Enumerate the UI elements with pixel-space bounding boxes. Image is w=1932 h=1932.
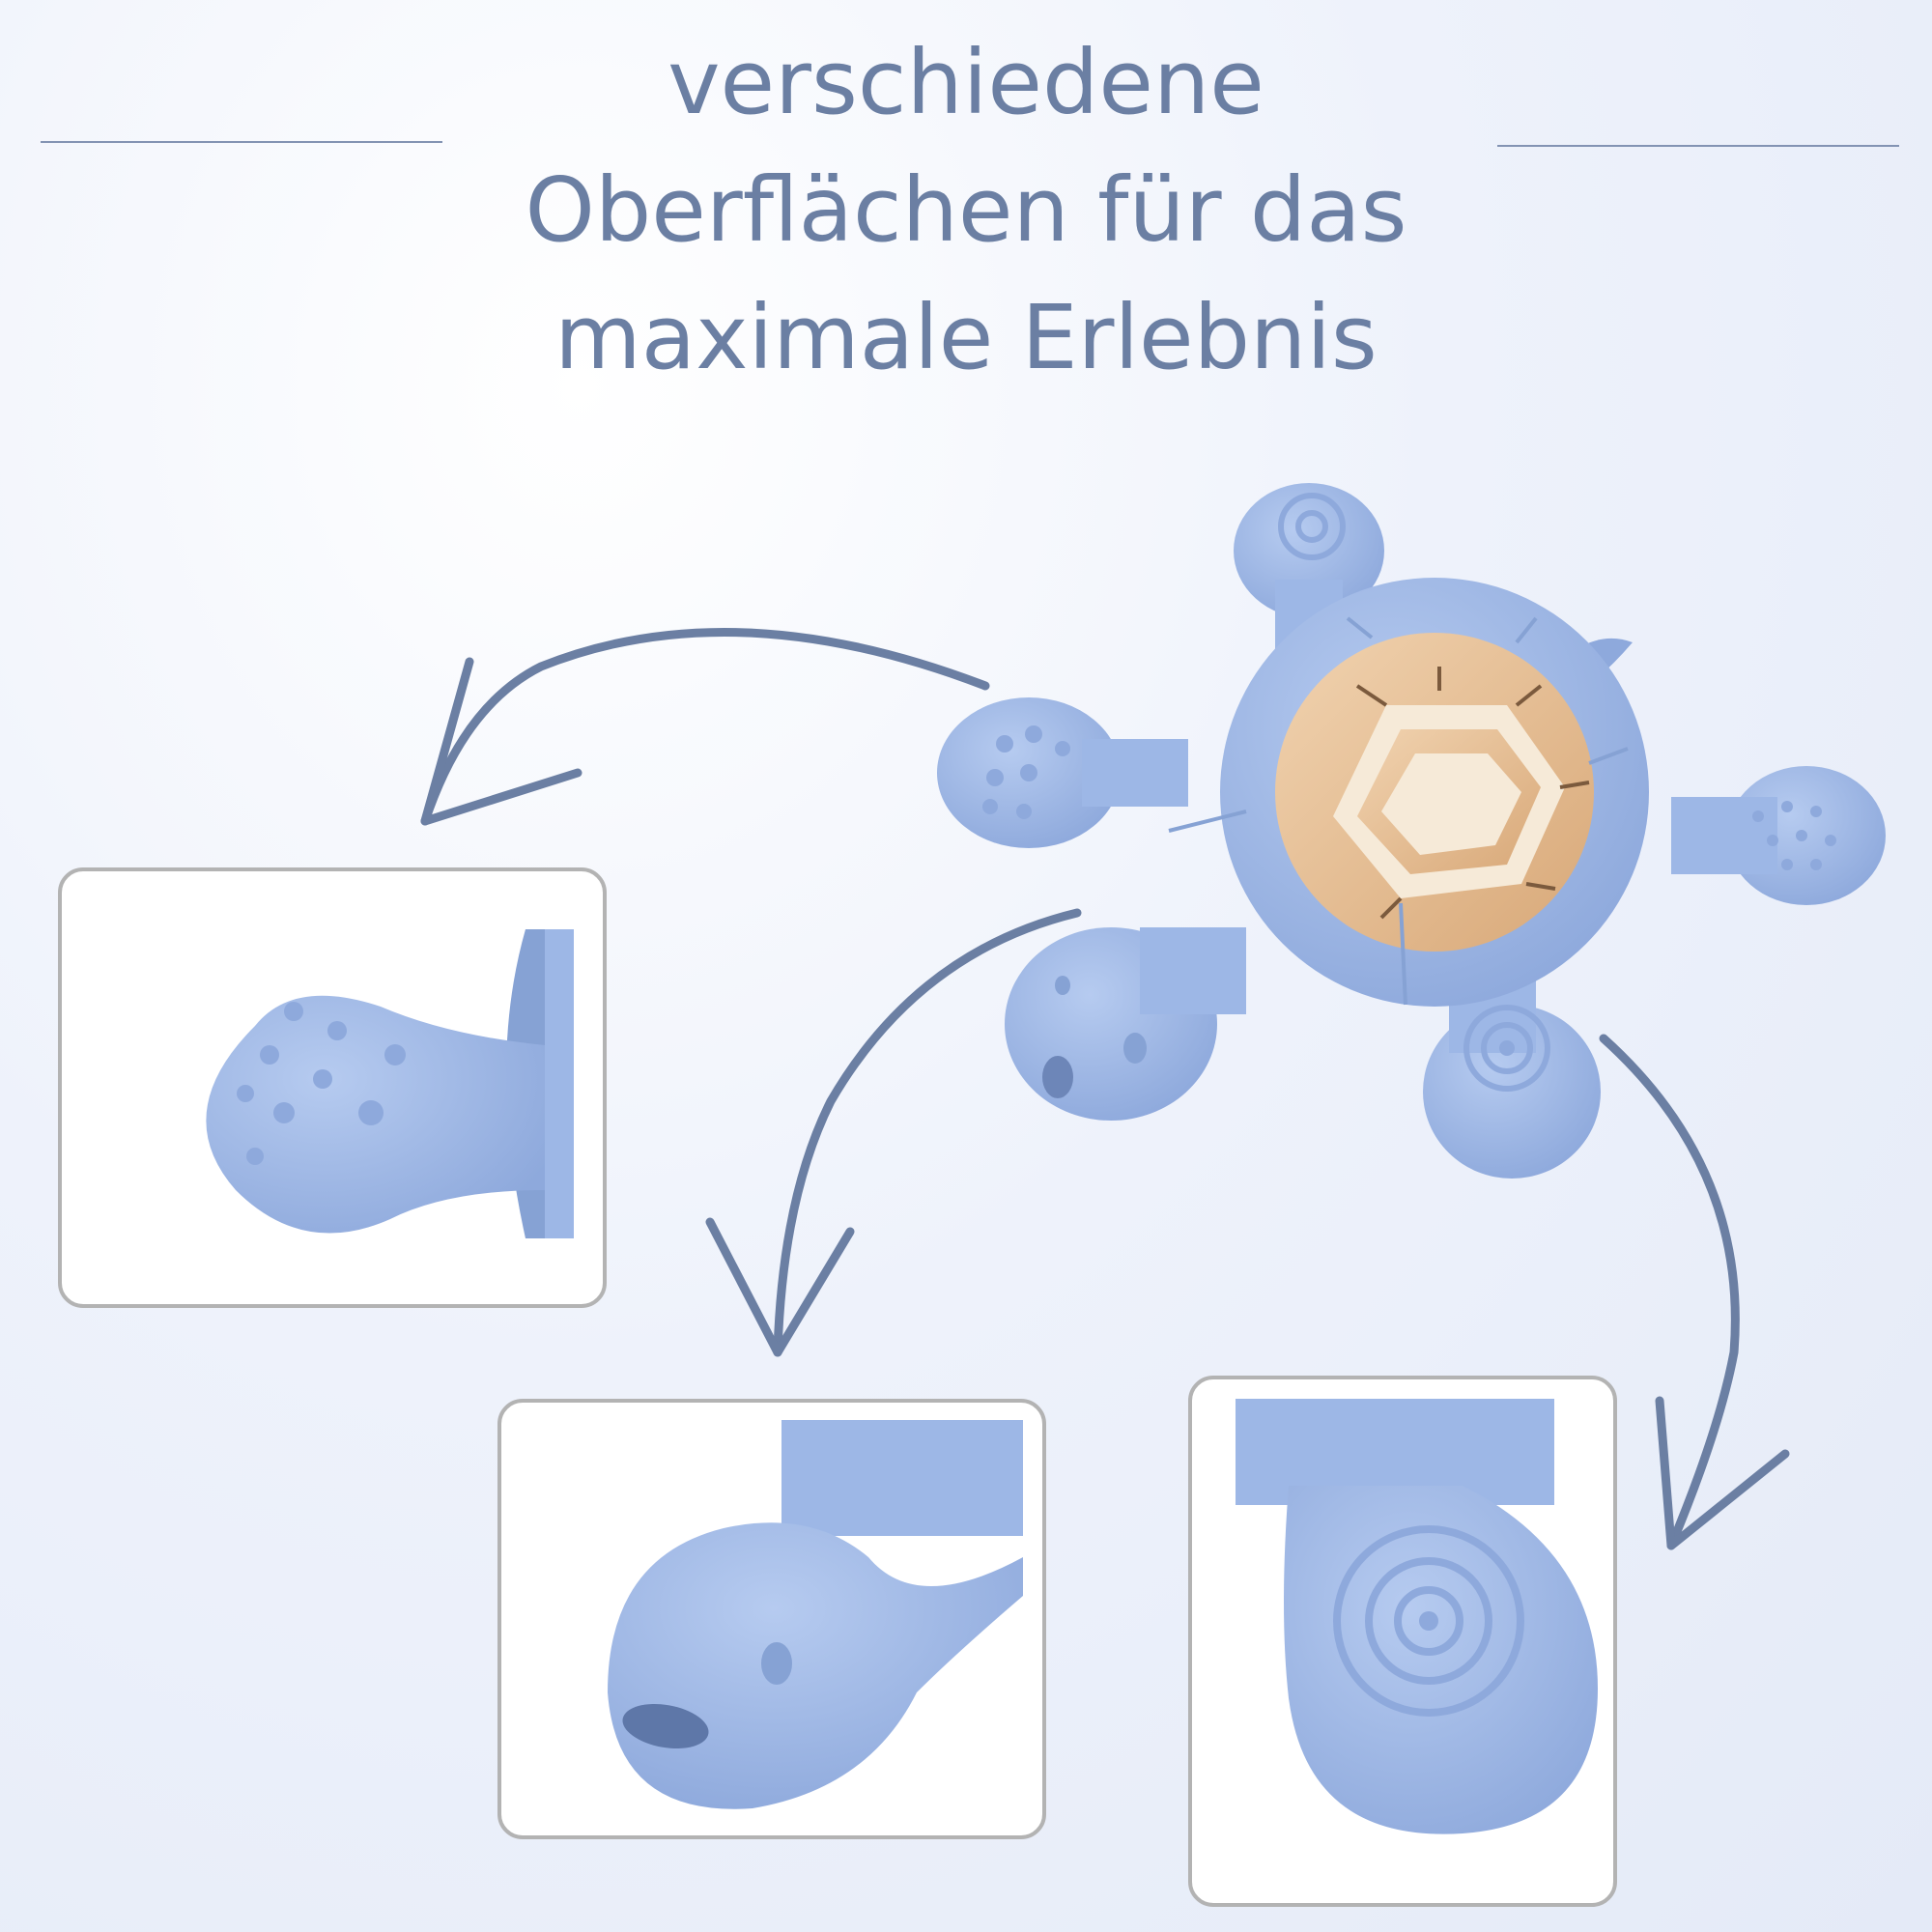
top-flipper xyxy=(1234,483,1384,618)
headline-line-1: verschiedene xyxy=(668,31,1264,134)
left-divider xyxy=(41,141,442,143)
detail-box-dotted-flipper xyxy=(58,867,607,1308)
arrow-to-flipper-detail-head xyxy=(420,657,582,826)
arrow-to-flipper-detail xyxy=(420,627,990,826)
ring-textured-flipper-closeup-icon xyxy=(1236,1399,1598,1834)
arrow-to-head-detail xyxy=(773,908,1082,1357)
arrow-to-head-detail-head xyxy=(705,1217,855,1357)
arrow-to-rings-detail-head xyxy=(1655,1396,1790,1550)
headline-line-2: Oberflächen für das xyxy=(525,158,1407,262)
arrow-to-rings-detail xyxy=(1599,1034,1740,1550)
detail-box-ring-flipper xyxy=(1188,1376,1617,1907)
detail-box-head xyxy=(497,1399,1046,1839)
dotted-flipper-closeup-icon xyxy=(206,929,574,1238)
headline: verschiedene Oberflächen für das maximal… xyxy=(483,19,1449,402)
head-closeup-icon xyxy=(608,1420,1023,1809)
right-divider xyxy=(1497,145,1899,147)
turtle-teether-icon xyxy=(937,483,1886,1179)
headline-line-3: maximale Erlebnis xyxy=(554,286,1378,389)
